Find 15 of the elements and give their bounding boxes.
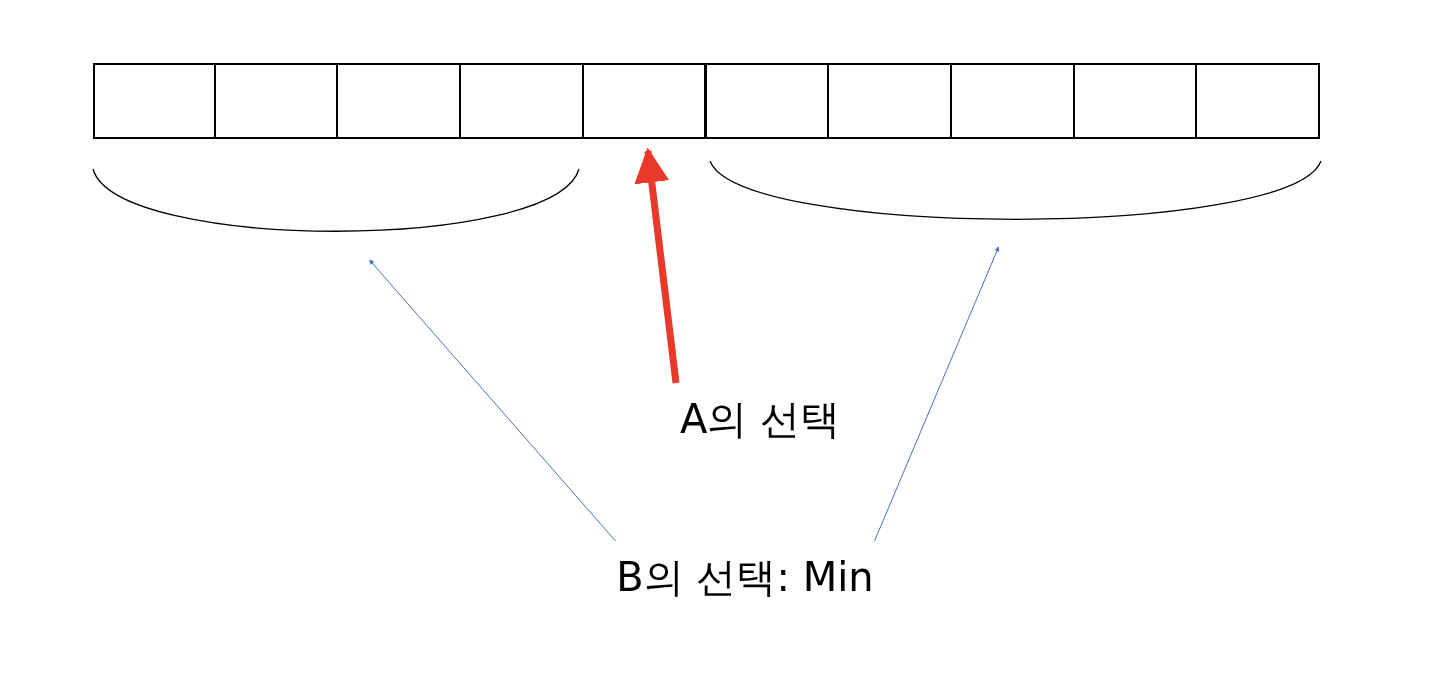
array-cell	[704, 63, 830, 139]
arrow	[369, 259, 616, 542]
array-cell	[581, 63, 707, 139]
array-cell	[459, 63, 584, 139]
array-cell	[213, 63, 339, 139]
array-cell	[1195, 63, 1320, 139]
array-cell	[1072, 63, 1198, 139]
choice-label: B의 선택: Min	[560, 553, 930, 603]
array-cell	[949, 63, 1075, 139]
choice-label: A의 선택	[640, 395, 880, 445]
array-cell	[827, 63, 952, 139]
arrow	[874, 246, 1000, 542]
array-cell	[93, 63, 216, 139]
arrow	[634, 147, 680, 384]
array-cell	[336, 63, 462, 139]
